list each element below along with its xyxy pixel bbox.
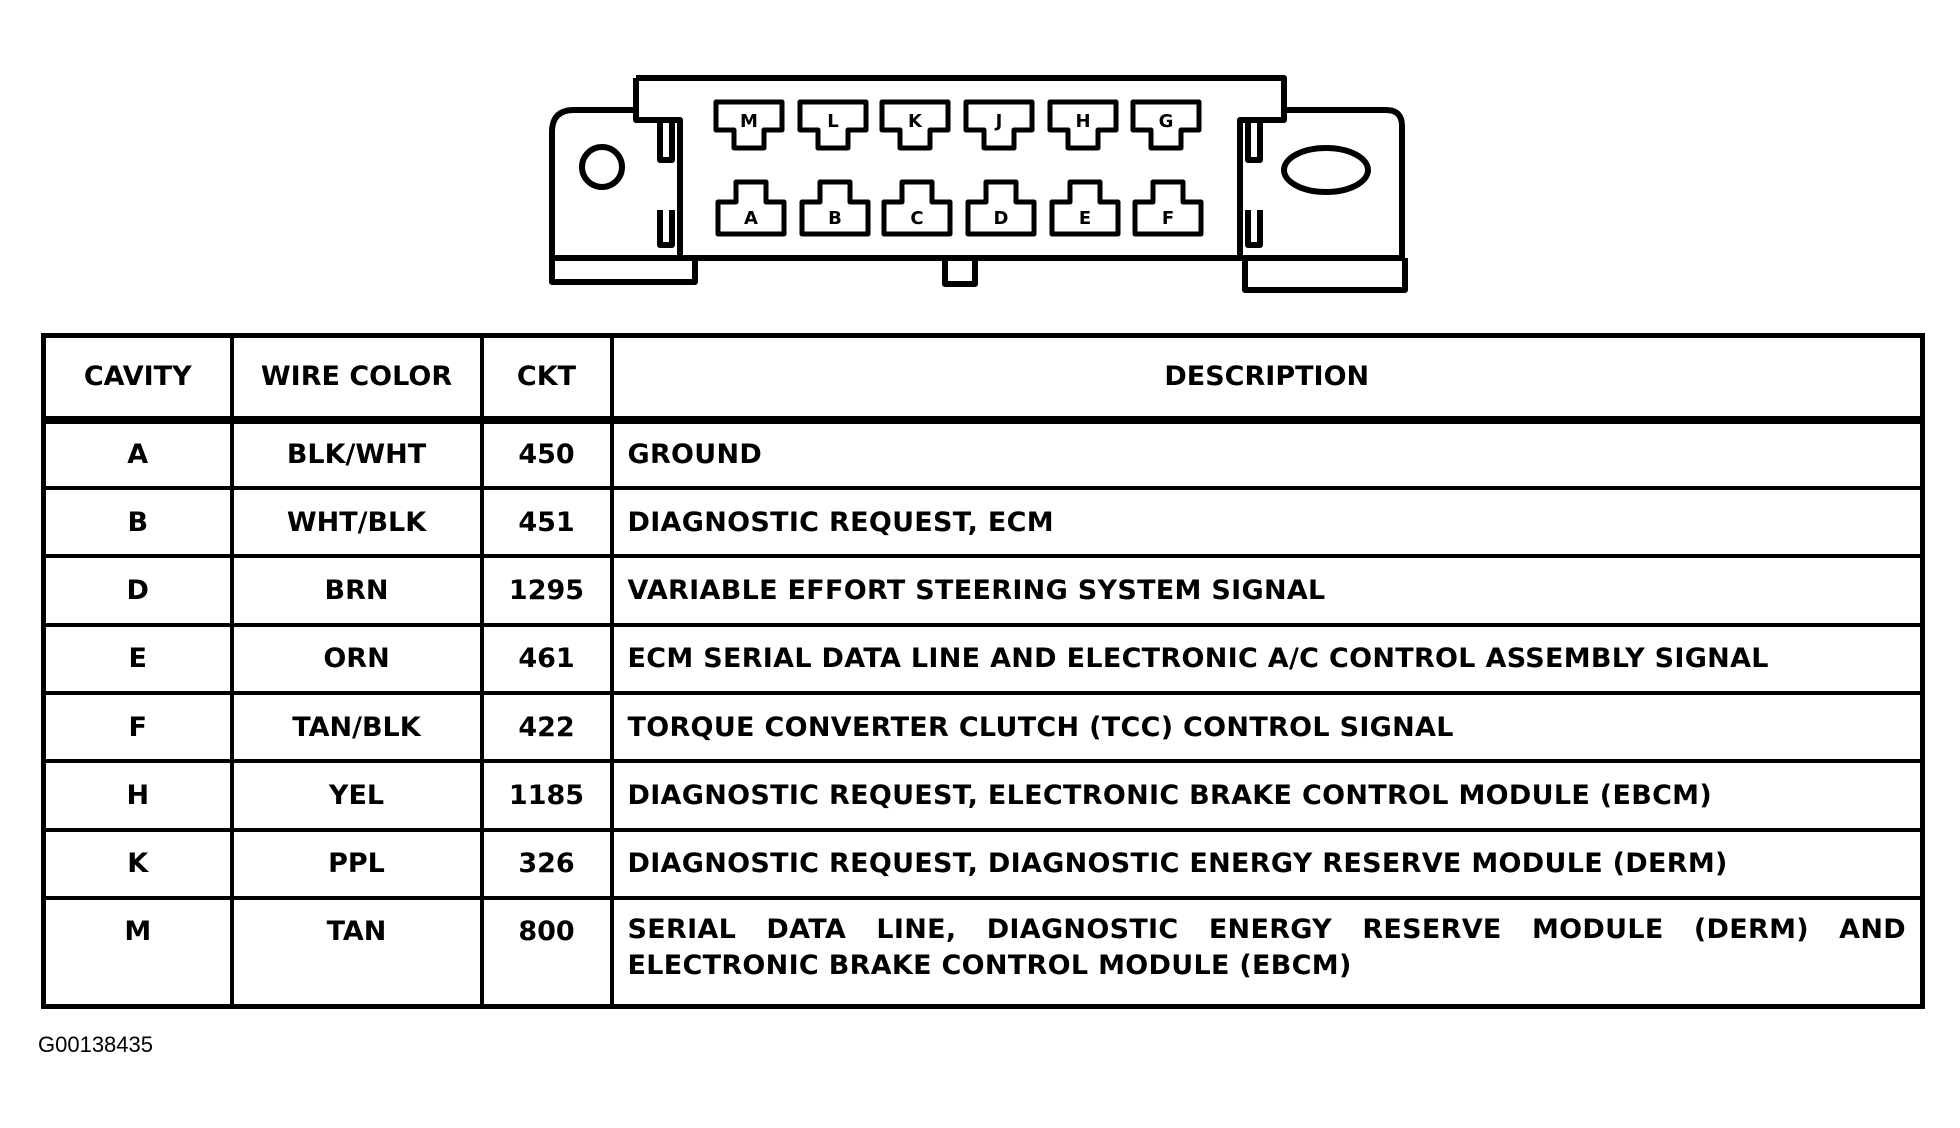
cell-ckt: 451 (479, 485, 614, 559)
pin-label-g: G (1159, 111, 1174, 132)
pin-cavity-a (715, 179, 787, 237)
cell-ckt: 450 (479, 417, 614, 490)
cell-cavity: E (41, 622, 234, 695)
connector-diagram: M L K J H G A B C D E F (549, 75, 1408, 293)
header-wire-color: WIRE COLOR (229, 333, 484, 424)
cell-ckt: 326 (479, 827, 614, 900)
pin-label-j: J (994, 111, 1003, 132)
pin-cavity-f (1132, 179, 1204, 237)
cell-wire-color: WHT/BLK (229, 485, 484, 559)
cell-wire-color: BRN (229, 554, 484, 627)
pin-cavity-d (965, 179, 1037, 237)
right-mount-slot (1281, 145, 1371, 195)
cell-ckt: 1295 (479, 554, 614, 627)
table-row: A BLK/WHT 450 GROUND (41, 417, 1925, 490)
cell-ckt: 800 (479, 895, 614, 1009)
center-key (942, 258, 978, 287)
table-row: M TAN 800 SERIAL DATA LINE, DIAGNOSTIC E… (41, 895, 1925, 1009)
figure-id: G00138435 (38, 1032, 153, 1057)
table-row: E ORN 461 ECM SERIAL DATA LINE AND ELECT… (41, 622, 1925, 695)
cell-wire-color: PPL (229, 827, 484, 900)
cell-cavity: B (41, 485, 234, 559)
cell-description: GROUND (609, 417, 1925, 490)
pin-cavity-k (879, 99, 951, 151)
pin-cavity-h (1047, 99, 1119, 151)
table-row: K PPL 326 DIAGNOSTIC REQUEST, DIAGNOSTIC… (41, 827, 1925, 900)
left-mount-hole (579, 144, 625, 190)
cell-wire-color: ORN (229, 622, 484, 695)
pin-cavity-e (1049, 179, 1121, 237)
cell-description: SERIAL DATA LINE, DIAGNOSTIC ENERGY RESE… (609, 895, 1925, 1009)
pin-label-c: C (910, 208, 923, 229)
table-row: F TAN/BLK 422 TORQUE CONVERTER CLUTCH (T… (41, 690, 1925, 764)
cell-description: DIAGNOSTIC REQUEST, ECM (609, 485, 1925, 559)
table-header-row: CAVITY WIRE COLOR CKT DESCRIPTION (41, 333, 1925, 424)
pin-cavity-m (713, 99, 785, 151)
pin-cavity-g (1130, 99, 1202, 151)
cell-description: TORQUE CONVERTER CLUTCH (TCC) CONTROL SI… (609, 690, 1925, 764)
cell-cavity: K (41, 827, 234, 900)
pinout-table: CAVITY WIRE COLOR CKT DESCRIPTION A BLK/… (41, 333, 1925, 1009)
cell-cavity: H (41, 759, 234, 832)
pin-cavity-b (799, 179, 871, 237)
pin-cavity-l (797, 99, 869, 151)
cell-ckt: 461 (479, 622, 614, 695)
table-row: B WHT/BLK 451 DIAGNOSTIC REQUEST, ECM (41, 485, 1925, 559)
pin-label-e: E (1079, 208, 1091, 229)
pin-label-m: M (740, 111, 758, 132)
pin-cavity-j (963, 99, 1035, 151)
cell-wire-color: TAN/BLK (229, 690, 484, 764)
cell-wire-color: TAN (229, 895, 484, 1009)
cell-wire-color: YEL (229, 759, 484, 832)
pin-label-b: B (828, 208, 842, 229)
pin-label-f: F (1162, 208, 1174, 229)
cell-ckt: 1185 (479, 759, 614, 832)
header-ckt: CKT (479, 333, 614, 424)
cell-cavity: F (41, 690, 234, 764)
pin-label-d: D (994, 208, 1009, 229)
cell-wire-color: BLK/WHT (229, 417, 484, 490)
pin-label-k: K (908, 111, 923, 132)
header-cavity: CAVITY (41, 333, 234, 424)
cell-description: DIAGNOSTIC REQUEST, DIAGNOSTIC ENERGY RE… (609, 827, 1925, 900)
pin-cavity-c (881, 179, 953, 237)
cell-description: ECM SERIAL DATA LINE AND ELECTRONIC A/C … (609, 622, 1925, 695)
cell-cavity: M (41, 895, 234, 1009)
pin-label-h: H (1075, 111, 1090, 132)
table-row: H YEL 1185 DIAGNOSTIC REQUEST, ELECTRONI… (41, 759, 1925, 832)
pin-label-a: A (744, 208, 758, 229)
cell-cavity: A (41, 417, 234, 490)
pin-label-l: L (827, 111, 838, 132)
cell-ckt: 422 (479, 690, 614, 764)
connector-top-body (636, 75, 1405, 261)
cell-cavity: D (41, 554, 234, 627)
header-description: DESCRIPTION (609, 333, 1925, 424)
cell-description: VARIABLE EFFORT STEERING SYSTEM SIGNAL (609, 554, 1925, 627)
cell-description: DIAGNOSTIC REQUEST, ELECTRONIC BRAKE CON… (609, 759, 1925, 832)
table-row: D BRN 1295 VARIABLE EFFORT STEERING SYST… (41, 554, 1925, 627)
